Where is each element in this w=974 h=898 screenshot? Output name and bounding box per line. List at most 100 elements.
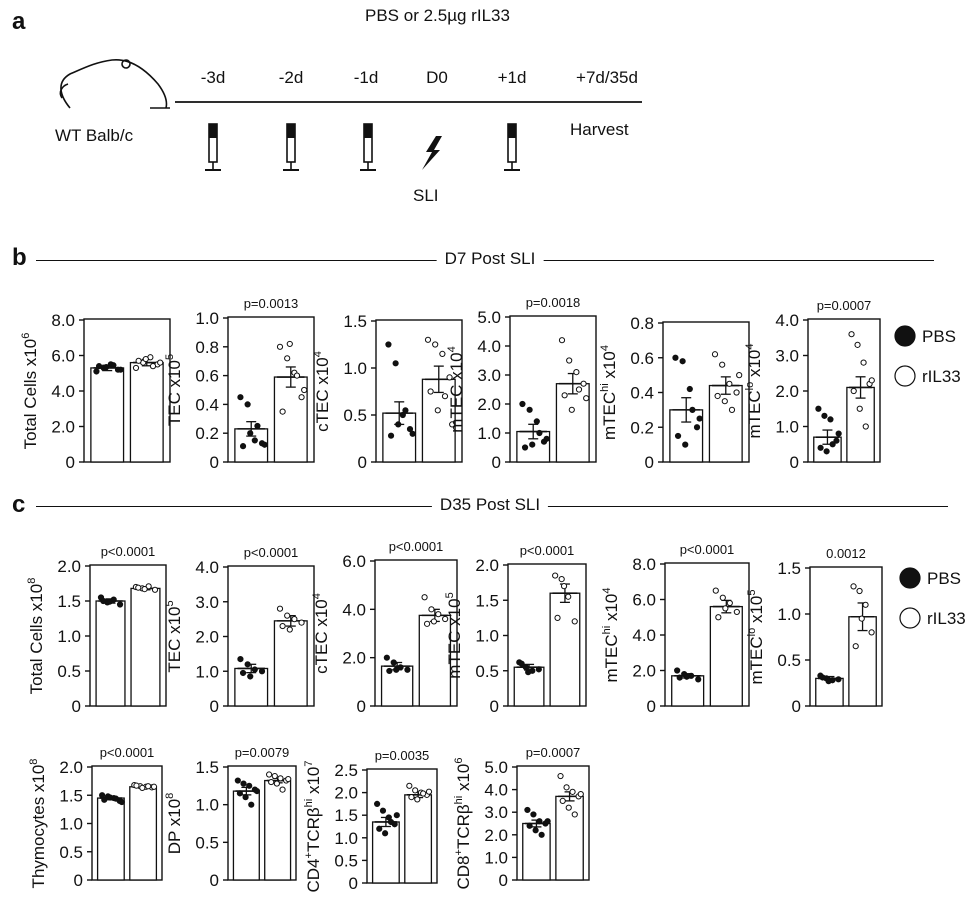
plot-frame [809,566,883,707]
data-point [575,386,583,393]
data-point [132,364,140,372]
plot-frame [366,768,438,884]
panel-c-letter: c [12,491,26,518]
data-point [387,432,395,439]
data-point [714,392,721,400]
data-point [856,405,863,412]
data-point [733,389,740,396]
y-tick-label: 0.6 [195,367,219,386]
mouse-icon [59,59,170,109]
y-tick-label: 2.0 [342,649,366,668]
y-axis-label: mTEClo x104 [744,344,764,439]
y-axis-label: mTEC x104 [446,346,466,432]
y-tick-label: 6.0 [342,552,366,571]
data-point [446,374,453,381]
data-point [258,668,266,675]
y-tick-label: 0 [790,453,799,472]
data-point [284,355,291,362]
data-point [552,572,559,579]
y-tick-label: 8.0 [51,311,75,330]
y-tick-label: 1.0 [195,796,219,815]
legend-label-ril33: rIL33 [922,367,961,386]
data-point [423,620,431,627]
y-tick-label: 0 [490,697,499,716]
data-point [110,362,117,369]
data-point [150,783,158,790]
y-tick-label: 0.5 [475,662,499,681]
y-tick-label: 2.0 [195,628,219,647]
y-tick-label: 4.0 [477,337,501,356]
p-value-label: p=0.0007 [817,298,872,313]
data-point [554,614,561,621]
data-point [852,643,859,650]
data-point [862,423,869,430]
data-point [135,357,142,364]
p-value-label: p=0.0013 [244,296,299,311]
data-point [850,583,857,590]
y-tick-label: 4.0 [342,600,366,619]
data-point [819,674,826,681]
syringe-icon [504,123,520,171]
p-value-label: p<0.0001 [680,542,735,557]
data-point [689,406,696,413]
data-point [736,372,743,379]
data-point [301,386,308,394]
data-point [386,667,393,675]
data-point [379,807,387,814]
y-tick-label: 6.0 [51,347,75,366]
y-tick-label: 4.0 [51,382,75,401]
plot-frame [227,316,315,463]
data-point [686,385,693,393]
lightning-icon [422,136,442,170]
data-point [393,812,400,819]
data-point [293,372,301,379]
data-point [248,801,255,808]
data-point [868,629,875,636]
data-point [815,405,822,412]
data-point [145,783,152,790]
y-tick-label: 0 [66,453,75,472]
bar [96,797,125,881]
data-point [674,432,682,440]
y-tick-label: 1.0 [195,309,219,328]
data-point [100,597,107,605]
data-point [157,359,164,366]
legend-marker-pbs [894,325,916,347]
p-value-label: p<0.0001 [389,539,444,554]
panel-a-title: PBS or 2.5µg rIL33 [365,6,510,25]
data-point [414,796,421,803]
data-point [733,608,740,616]
data-point [151,586,159,593]
data-point [402,407,409,414]
y-tick-label: 0 [349,874,358,893]
p-value-label: p<0.0001 [100,745,155,760]
data-point [237,394,244,401]
y-tick-label: 1.0 [484,848,508,867]
p-value-label: p=0.0035 [375,748,430,763]
timepoint-label: -1d [353,68,379,87]
data-point [543,435,550,442]
y-tick-label: 0.5 [59,843,83,862]
y-tick-label: 5.0 [484,758,508,777]
y-tick-label: 0 [210,453,219,472]
y-tick-label: 1.0 [343,359,367,378]
data-point [392,360,399,367]
mouse-strain-label: WT Balb/c [55,126,134,145]
data-point [726,380,733,387]
data-point [693,424,701,431]
data-point [559,797,566,805]
bar [129,361,164,463]
y-tick-label: 1.5 [57,592,81,611]
y-axis-label: mTEClo x105 [746,590,766,685]
data-point [242,794,249,801]
y-tick-label: 1.5 [59,786,83,805]
data-point [277,775,284,782]
data-point [721,398,728,405]
y-tick-label: 2.0 [51,418,75,437]
